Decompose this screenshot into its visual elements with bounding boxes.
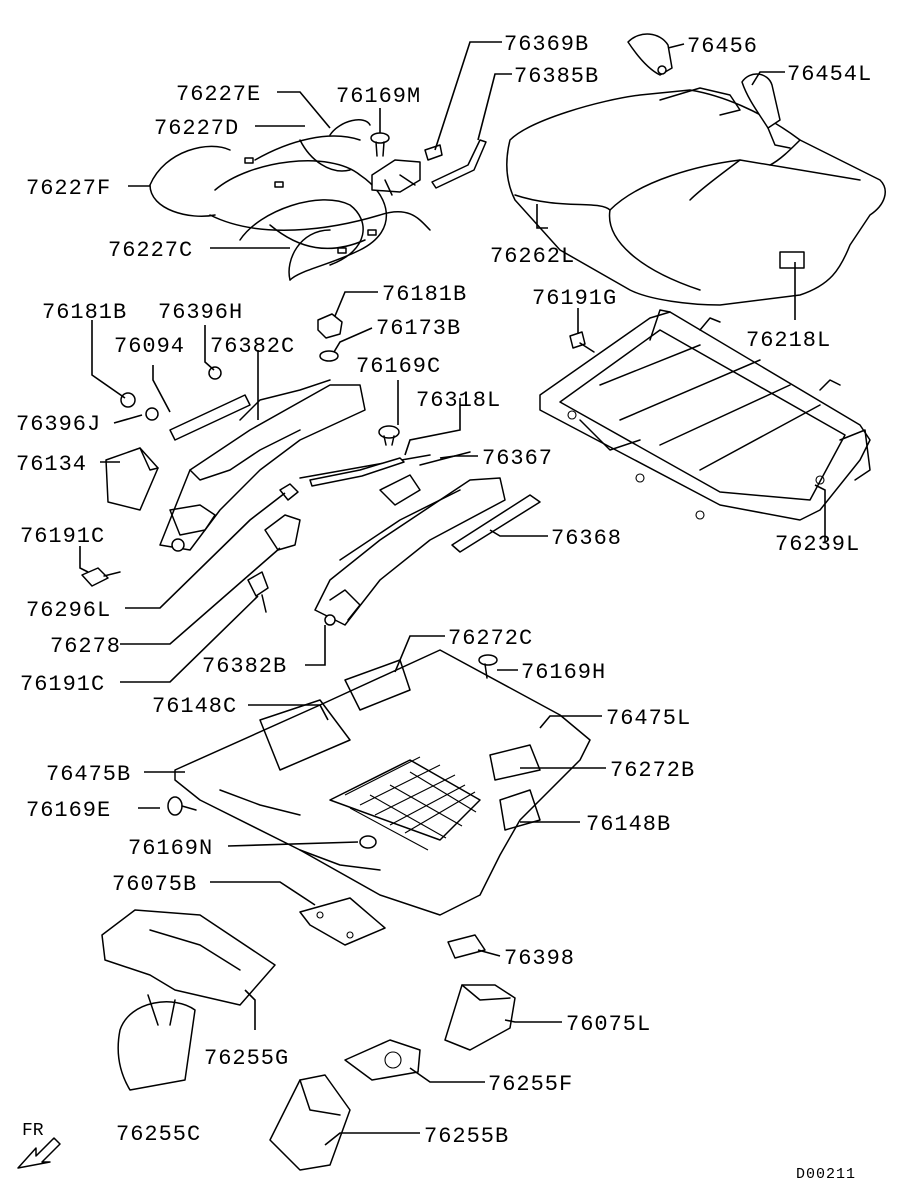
label-76227F: 76227F: [26, 176, 111, 201]
diagram-code: D00211: [796, 1166, 856, 1183]
label-76075L: 76075L: [566, 1012, 651, 1037]
label-76398: 76398: [504, 946, 575, 971]
seat-frame-drawing: [539, 309, 871, 521]
label-76382B: 76382B: [202, 654, 287, 679]
small-parts-drawing: [247, 483, 301, 613]
label-76134: 76134: [16, 452, 87, 477]
label-76396J: 76396J: [16, 412, 101, 437]
bolt-76191G-drawing: [569, 331, 595, 353]
label-76385B: 76385B: [514, 64, 599, 89]
label-76169M: 76169M: [336, 84, 421, 109]
clip-76169M-drawing: [370, 132, 390, 157]
label-76148B: 76148B: [586, 812, 671, 837]
part-labels: 76369B 76456 76385B 76454L 76227E 76169M…: [16, 32, 872, 1183]
front-direction-label: FR: [22, 1121, 44, 1141]
rod-76318L-drawing: [309, 457, 405, 487]
label-76169H: 76169H: [521, 660, 606, 685]
left-seat-track-drawing: [105, 366, 366, 552]
seat-cushion-drawing: [505, 87, 886, 306]
label-76262L: 76262L: [490, 244, 575, 269]
label-76396H: 76396H: [158, 300, 243, 325]
spring-76367-drawing: [419, 451, 471, 466]
label-76456: 76456: [687, 34, 758, 59]
cover-76255F-drawing: [344, 1039, 421, 1081]
tube-76368-drawing: [451, 494, 541, 553]
label-76181B-left: 76181B: [42, 300, 127, 325]
bolt-76191C-upper-drawing: [81, 567, 121, 587]
right-seat-track-drawing: [299, 454, 506, 626]
cover-76255G-drawing: [101, 909, 276, 1006]
bracket-76075L-drawing: [444, 984, 516, 1051]
cover-76255C-drawing: [117, 994, 196, 1091]
cap-76169C-drawing: [378, 425, 400, 446]
label-76094: 76094: [114, 334, 185, 359]
nut-76181B-drawing: [317, 313, 343, 362]
label-76218L: 76218L: [746, 328, 831, 353]
label-76367: 76367: [482, 446, 553, 471]
belt-guide-76456-drawing: [627, 33, 673, 76]
label-76382C: 76382C: [210, 334, 295, 359]
label-76169N: 76169N: [128, 836, 213, 861]
rod-76385B-drawing: [431, 139, 487, 189]
label-76169E: 76169E: [26, 798, 111, 823]
front-arrow-icon: [17, 1137, 61, 1169]
leader-lines: [79, 41, 826, 1146]
label-76227D: 76227D: [154, 116, 239, 141]
label-76181B-right: 76181B: [382, 282, 467, 307]
label-76191G: 76191G: [532, 286, 617, 311]
label-76255B: 76255B: [424, 1124, 509, 1149]
label-76318L: 76318L: [416, 388, 501, 413]
bracket-76075B-drawing: [299, 897, 386, 946]
label-76475B: 76475B: [46, 762, 131, 787]
label-76368: 76368: [551, 526, 622, 551]
label-76075B: 76075B: [112, 872, 197, 897]
label-76255C: 76255C: [116, 1122, 201, 1147]
label-76255G: 76255G: [204, 1046, 289, 1071]
bracket-76398-drawing: [447, 934, 486, 959]
screw-76169H-drawing: [478, 654, 498, 679]
label-76272B: 76272B: [610, 758, 695, 783]
seat-pan-drawing: [174, 649, 591, 916]
label-76169C: 76169C: [356, 354, 441, 379]
label-76296L: 76296L: [26, 598, 111, 623]
wire-harness-drawing: [149, 119, 431, 281]
label-76227E: 76227E: [176, 82, 261, 107]
label-76191C-lower: 76191C: [20, 672, 105, 697]
label-76454L: 76454L: [787, 62, 872, 87]
bracket-76369B-drawing: [371, 144, 443, 196]
label-76173B: 76173B: [376, 316, 461, 341]
belt-guide-76454L-drawing: [741, 73, 791, 149]
label-76369B: 76369B: [504, 32, 589, 57]
label-76227C: 76227C: [108, 238, 193, 263]
label-76191C-upper: 76191C: [20, 524, 105, 549]
label-76475L: 76475L: [606, 706, 691, 731]
label-76239L: 76239L: [775, 532, 860, 557]
label-76255F: 76255F: [488, 1072, 573, 1097]
label-76148C: 76148C: [152, 694, 237, 719]
screw-76169E-drawing: [167, 796, 197, 816]
label-76272C: 76272C: [448, 626, 533, 651]
label-76278: 76278: [50, 634, 121, 659]
screw-76169N-drawing: [359, 835, 377, 849]
cover-76255B-drawing: [269, 1074, 351, 1171]
